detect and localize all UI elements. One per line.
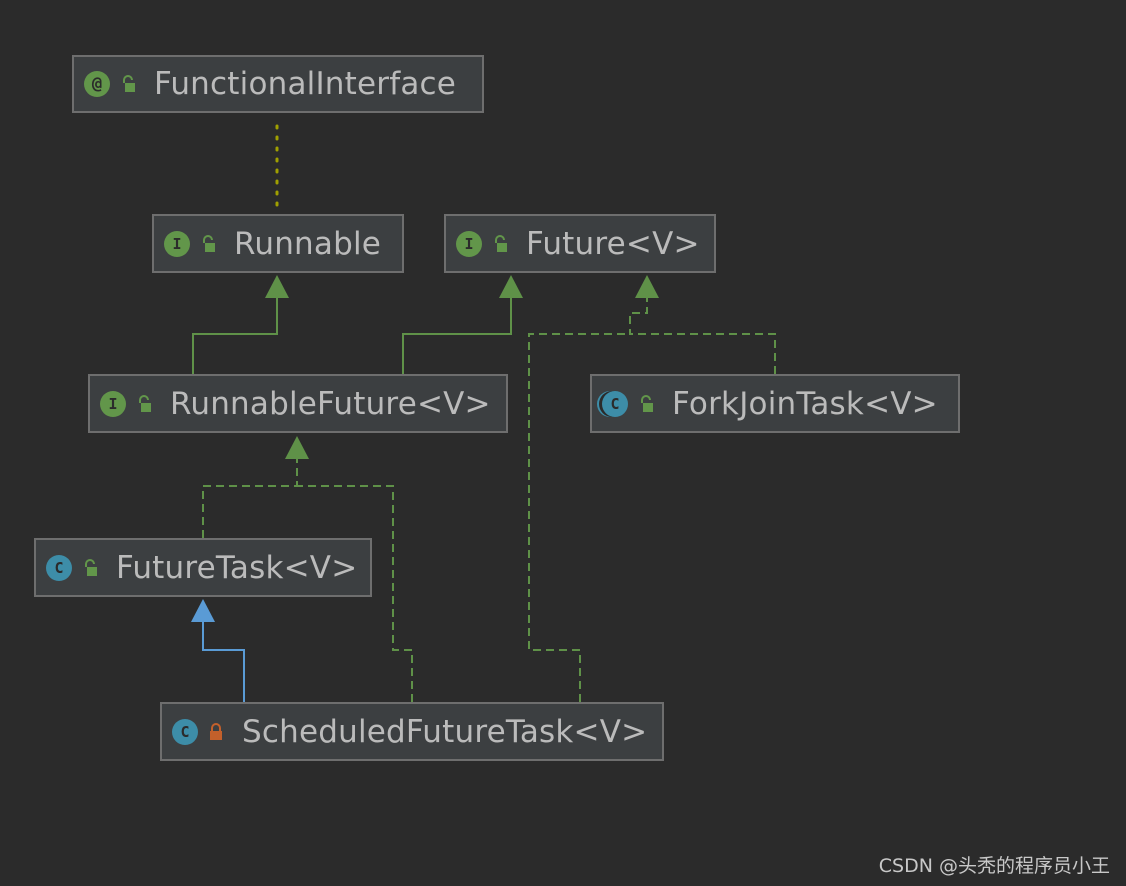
edge-scheduled-future-task-to-future-task xyxy=(191,599,245,702)
edge-runnable-future-to-runnable xyxy=(192,275,289,374)
node-runnable-future[interactable]: I RunnableFuture<V> xyxy=(88,374,508,433)
public-lock-icon xyxy=(123,75,135,92)
watermark: CSDN @头秃的程序员小王 xyxy=(878,855,1110,877)
edge-future-task-to-runnable-future xyxy=(202,436,309,538)
node-runnable[interactable]: I Runnable xyxy=(152,214,404,273)
node-future[interactable]: I Future<V> xyxy=(444,214,716,273)
node-label: ForkJoinTask<V> xyxy=(672,385,938,422)
arrowhead xyxy=(265,275,289,298)
node-label: RunnableFuture<V> xyxy=(170,385,491,422)
edge-fork-join-task-to-future xyxy=(629,275,776,374)
public-lock-icon xyxy=(641,394,653,412)
class-icon: C xyxy=(172,718,198,745)
node-label: Runnable xyxy=(234,225,382,262)
private-lock-icon xyxy=(210,722,222,740)
node-label: Future<V> xyxy=(526,225,700,262)
annotation-icon: @ xyxy=(84,71,110,97)
node-scheduled-future-task[interactable]: C ScheduledFutureTask<V> xyxy=(160,702,664,761)
class-icon: C xyxy=(46,554,72,581)
public-lock-icon xyxy=(203,234,215,252)
arrowhead xyxy=(499,275,523,298)
node-functional-interface[interactable]: @ FunctionalInterface xyxy=(72,55,484,113)
public-lock-icon xyxy=(85,558,97,576)
interface-icon: I xyxy=(164,230,190,257)
edge-runnable-future-to-future xyxy=(402,275,523,374)
node-label: FunctionalInterface xyxy=(154,66,457,102)
public-lock-icon xyxy=(495,234,507,252)
public-lock-icon xyxy=(139,394,151,412)
arrowhead xyxy=(191,599,215,622)
interface-icon: I xyxy=(456,230,482,257)
edge-scheduled-future-task-to-runnable-future xyxy=(297,485,413,702)
arrowhead xyxy=(635,275,659,298)
node-label: FutureTask<V> xyxy=(116,549,358,586)
node-fork-join-task[interactable]: C ForkJoinTask<V> xyxy=(590,374,960,433)
interface-icon: I xyxy=(100,390,126,417)
abstract-class-icon: C xyxy=(602,390,628,417)
arrowhead xyxy=(285,436,309,459)
node-label: ScheduledFutureTask<V> xyxy=(242,713,648,750)
node-future-task[interactable]: C FutureTask<V> xyxy=(34,538,372,597)
